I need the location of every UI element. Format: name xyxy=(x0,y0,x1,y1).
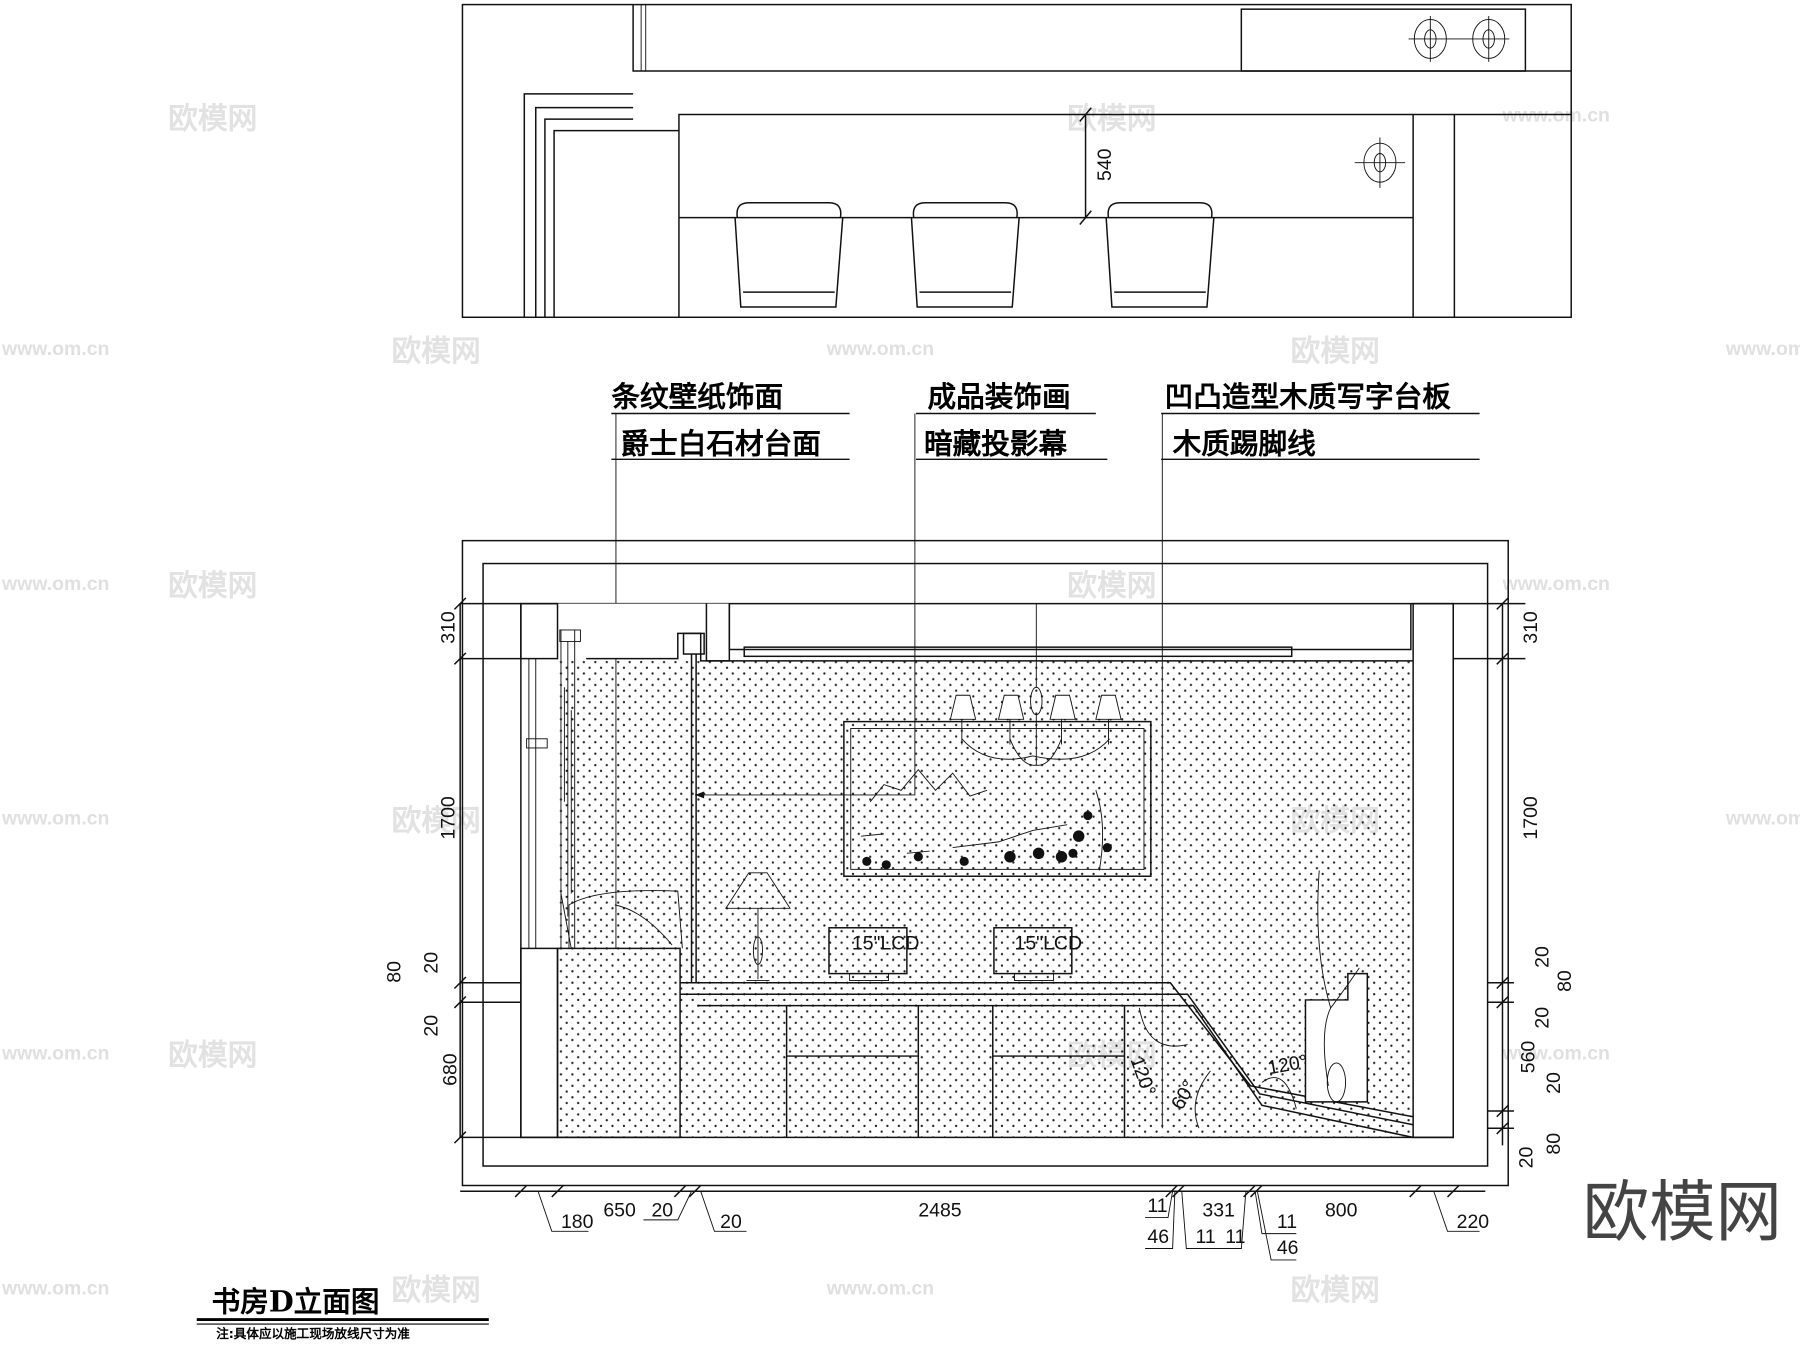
dimension-label: 46 xyxy=(1277,1237,1299,1259)
decorative-painting xyxy=(843,720,1152,877)
watermark-logo: 欧模网 xyxy=(168,569,257,604)
dimension-label: 20 xyxy=(1531,946,1553,968)
table-lamp xyxy=(725,872,791,981)
callout-desk: 凹凸造型木质写字台板 xyxy=(1165,380,1452,414)
burner-icon xyxy=(1354,137,1406,188)
dimension-label: 20 xyxy=(720,1211,742,1233)
material-callouts: 条纹壁纸饰面 爵士白石材台面 成品装饰画 暗藏投影幕 凹凸造型木质写字台板 木质… xyxy=(611,380,1480,1129)
chandelier xyxy=(949,603,1122,766)
watermark-url: www.om.cn xyxy=(1,573,109,595)
callout-screen: 暗藏投影幕 xyxy=(924,427,1068,461)
callout-skirting: 木质踢脚线 xyxy=(1172,427,1317,461)
dimension-label: 800 xyxy=(1325,1199,1358,1221)
watermark-logo: 欧模网 xyxy=(168,1038,257,1073)
dimension-label: 2485 xyxy=(918,1199,961,1221)
sofa-cushion xyxy=(568,890,683,949)
dimension-label: 20 xyxy=(420,952,442,974)
dimensions-bottom: 180 650 20 20 2485 11 46 11 331 11 11 46… xyxy=(460,1184,1490,1261)
dimension-label: 11 xyxy=(1147,1195,1167,1217)
watermark-url: www.om.cn xyxy=(1501,573,1609,595)
watermark-logo: 欧模网 xyxy=(1067,101,1156,136)
watermark-logo: 欧模网 xyxy=(1291,1273,1380,1308)
writing-desk xyxy=(680,870,1414,1139)
stove xyxy=(1240,8,1527,72)
callout-wallpaper: 条纹壁纸饰面 xyxy=(611,380,783,414)
dimension-label: 80 xyxy=(1543,1133,1565,1155)
dimension-label: 680 xyxy=(440,1053,462,1086)
dimension-label: 1700 xyxy=(437,796,459,839)
curtain xyxy=(526,629,581,949)
dimensions-left: 310 1700 80 20 20 680 xyxy=(384,597,521,1144)
dimension-label: 46 xyxy=(1147,1226,1169,1248)
drawing-note: 注:具体应以施工现场放线尺寸为准 xyxy=(216,1326,410,1341)
dimension-label: 11 xyxy=(1277,1211,1297,1233)
plan-view: 540 xyxy=(461,3,1572,319)
watermark-url: www.om.cn xyxy=(1725,338,1800,360)
callout-painting: 成品装饰画 xyxy=(927,380,1070,414)
elevation-view: 15"LCD 15"LCD 120° 60° 120° xyxy=(461,539,1509,1187)
watermark-url: www.om.cn xyxy=(1,338,109,360)
watermark-url: www.om.cn xyxy=(1725,808,1800,830)
drawing-title-block: 书房D立面图 注:具体应以施工现场放线尺寸为准 xyxy=(196,1284,489,1341)
dimension-label: 11 xyxy=(1225,1226,1245,1248)
dimension-label: 310 xyxy=(1520,611,1542,644)
watermark-logo: 欧模网 xyxy=(391,1273,480,1308)
dimension-label: 331 xyxy=(1202,1199,1234,1221)
watermark-url: www.om.cn xyxy=(1501,1043,1609,1065)
logo-watermark: 欧模网 xyxy=(1583,1173,1782,1251)
watermark-url: www.om.cn xyxy=(826,1277,934,1299)
dimension-label: 20 xyxy=(1531,1007,1553,1029)
dimension-label: 180 xyxy=(561,1211,594,1233)
watermarks: 欧模网 欧模网 www.om.cn www.om.cn 欧模网 www.om.c… xyxy=(1,101,1800,1308)
plan-dim: 540 xyxy=(1094,148,1116,181)
dimension-label: 310 xyxy=(437,611,459,644)
dimension-label: 20 xyxy=(420,1015,442,1037)
monitor-label: 15"LCD xyxy=(1015,933,1083,955)
watermark-url: www.om.cn xyxy=(826,338,934,360)
dimension-label: 560 xyxy=(1518,1041,1540,1074)
dimension-label: 1700 xyxy=(1520,796,1542,839)
watermark-url: www.om.cn xyxy=(1,808,109,830)
dimension-label: 80 xyxy=(1554,970,1576,992)
watermark-url: www.om.cn xyxy=(1,1043,109,1065)
watermark-url: www.om.cn xyxy=(1,1277,109,1299)
dimension-label: 20 xyxy=(1543,1072,1565,1094)
watermark-logo: 欧模网 xyxy=(168,101,257,136)
burner-icon xyxy=(1472,16,1506,62)
dimensions-right: 310 1700 20 80 20 560 20 20 80 xyxy=(1453,597,1576,1168)
dimension-label: 220 xyxy=(1457,1211,1490,1233)
burner-icon xyxy=(1408,16,1510,62)
watermark-url: www.om.cn xyxy=(1501,104,1609,126)
dimension-label: 11 xyxy=(1196,1226,1216,1248)
dimension-label: 20 xyxy=(651,1199,673,1221)
watermark-logo: 欧模网 xyxy=(391,803,480,838)
watermark-logo: 欧模网 xyxy=(1067,569,1156,604)
chair xyxy=(734,201,1215,308)
watermark-logo: 欧模网 xyxy=(1291,334,1380,369)
dimension-label: 20 xyxy=(1515,1146,1537,1168)
callout-stone: 爵士白石材台面 xyxy=(621,427,821,461)
monitor-label: 15"LCD xyxy=(852,933,920,955)
drawing-title: 书房D立面图 xyxy=(212,1284,380,1318)
watermark-logo: 欧模网 xyxy=(391,334,480,369)
dimension-label: 650 xyxy=(603,1199,636,1221)
dimension-label: 80 xyxy=(384,961,406,983)
